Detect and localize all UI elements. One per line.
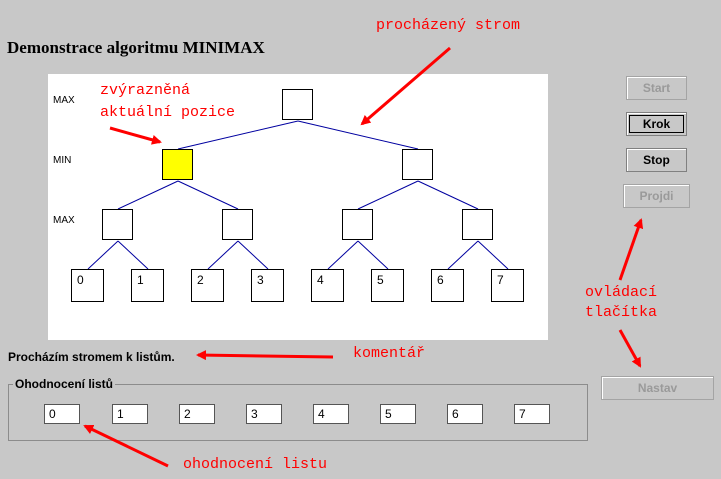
tree-node-max-1 xyxy=(102,209,133,240)
annotation-controls-line1: ovládací xyxy=(585,284,658,301)
tree-leaf: 7 xyxy=(491,269,524,302)
annotation-highlight-line2: aktuální pozice xyxy=(100,104,236,121)
run-through-button[interactable]: Projdi xyxy=(623,184,690,208)
arrow-to-projdi-icon xyxy=(618,218,644,281)
arrow-to-tree-icon xyxy=(360,46,451,126)
annotation-traversed-tree: procházený strom xyxy=(376,17,521,34)
tree-node-max-3 xyxy=(342,209,373,240)
tree-node-min-left-highlighted xyxy=(162,149,193,180)
annotation-highlight-line1: zvýrazněná xyxy=(100,82,191,99)
annotation-leaf-value: ohodnocení listu xyxy=(183,456,328,473)
start-button[interactable]: Start xyxy=(626,76,687,100)
tree-leaf: 5 xyxy=(371,269,404,302)
tree-node-root xyxy=(282,89,313,120)
tree-node-min-right xyxy=(402,149,433,180)
tree-node-max-4 xyxy=(462,209,493,240)
leaf-value-input-0[interactable]: 0 xyxy=(44,404,80,424)
level-label-max: MAX xyxy=(53,215,75,226)
arrow-to-leaf-field-icon xyxy=(83,424,169,468)
tree-leaf: 6 xyxy=(431,269,464,302)
leaf-value-input-2[interactable]: 2 xyxy=(179,404,215,424)
tree-leaf: 2 xyxy=(191,269,224,302)
level-label-max-root: MAX xyxy=(53,95,75,106)
status-comment: Procházím stromem k listům. xyxy=(8,350,175,364)
set-button[interactable]: Nastav xyxy=(601,376,714,400)
level-label-min: MIN xyxy=(53,155,72,166)
tree-leaf: 0 xyxy=(71,269,104,302)
leaf-eval-panel xyxy=(8,384,588,441)
leaf-value-input-1[interactable]: 1 xyxy=(112,404,148,424)
annotation-comment: komentář xyxy=(353,345,426,362)
leaf-value-input-3[interactable]: 3 xyxy=(246,404,282,424)
tree-node-max-2 xyxy=(222,209,253,240)
arrow-to-comment-icon xyxy=(196,350,334,361)
leaf-value-input-4[interactable]: 4 xyxy=(313,404,349,424)
leaf-eval-panel-title: Ohodnocení listů xyxy=(13,377,115,391)
annotation-controls-line2: tlačítka xyxy=(585,304,658,321)
tree-leaf: 1 xyxy=(131,269,164,302)
page-title: Demonstrace algoritmu MINIMAX xyxy=(7,38,265,57)
leaf-value-input-7[interactable]: 7 xyxy=(514,404,550,424)
leaf-value-input-5[interactable]: 5 xyxy=(380,404,416,424)
step-button[interactable]: Krok xyxy=(626,112,687,136)
tree-leaf: 4 xyxy=(311,269,344,302)
leaf-value-input-6[interactable]: 6 xyxy=(447,404,483,424)
stop-button[interactable]: Stop xyxy=(626,148,687,172)
arrow-to-highlight-icon xyxy=(109,126,162,145)
tree-leaf: 3 xyxy=(251,269,284,302)
arrow-to-nastav-icon xyxy=(618,329,642,368)
